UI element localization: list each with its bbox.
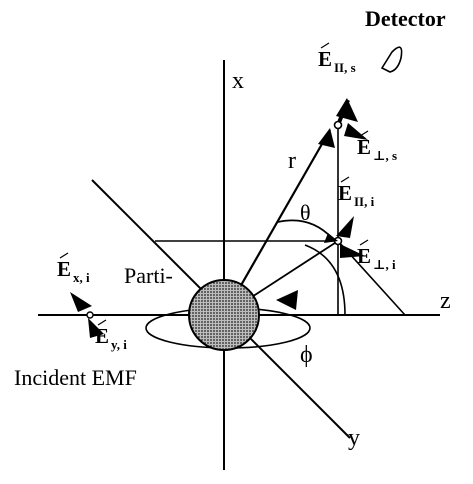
svg-text:E: E [318,47,332,71]
r-label: r [288,148,296,174]
e-par-i-arrow [336,216,354,238]
scatter-point [333,120,343,130]
x-axis-label: x [232,68,244,94]
svg-text:y, i: y, i [111,337,127,352]
e-perp-i-arrow [340,244,365,258]
e-par-s-shaft [336,99,350,126]
svg-text:II, s: II, s [334,60,356,75]
svg-text:E: E [57,257,71,281]
e-perp-s-label: E ⊥, s [357,135,397,163]
particle-label: Parti- [124,263,173,288]
e-y-i-arrow [88,318,104,338]
e-par-i-label: E II, i [338,181,375,209]
detector-label: Detector [365,6,446,31]
y-axis-label: y [348,425,360,451]
incident-emf-label: Incident EMF [14,365,137,390]
svg-text:x, i: x, i [73,270,90,285]
svg-text:II, i: II, i [354,194,375,209]
e-x-i-arrow [70,292,92,312]
vector-overarrows [59,42,369,326]
r-arrowhead [318,128,335,148]
phi-label: ϕ [300,342,313,368]
incident-origin-point [86,311,94,319]
e-perp-s-arrow [344,123,368,140]
phi-arrowhead [276,290,298,310]
theta-arrowhead [324,233,338,243]
e-perp-i-label: E ⊥, i [357,244,396,272]
svg-text:E: E [338,181,352,205]
theta-label: θ [300,200,311,225]
e-par-s-label: E II, s [318,47,356,75]
particle-sphere [188,279,260,351]
phi-arc [304,244,346,316]
svg-text:E: E [95,324,109,348]
svg-text:E: E [357,244,371,268]
e-x-i-label: E x, i [57,257,90,285]
svg-text:⊥, i: ⊥, i [373,257,396,272]
detector-icon [380,46,403,73]
z-axis-label: z [440,288,451,314]
e-y-i-label: E y, i [95,324,127,352]
svg-text:E: E [357,135,371,159]
svg-text:⊥, s: ⊥, s [373,148,397,163]
